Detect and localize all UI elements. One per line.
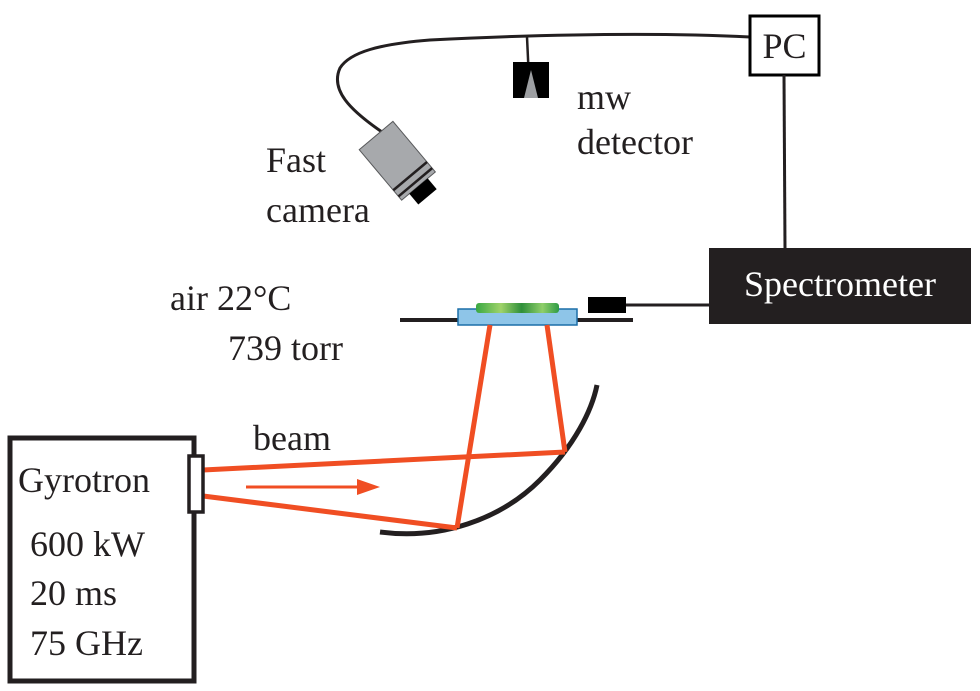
beam-rays [202,324,568,531]
spectrometer-label: Spectrometer [744,264,936,304]
pc-label: PC [762,26,806,66]
spectrometer-box: Spectrometer [709,248,971,324]
gyrotron-label: Gyrotron [18,460,150,500]
gyrotron-power: 600 kW [30,524,145,564]
fast-camera-label-line2: camera [266,190,370,230]
camera-cable [335,32,751,134]
fast-camera-label-line1: Fast [266,140,326,180]
gyrotron-box: Gyrotron 600 kW 20 ms 75 GHz [7,435,205,684]
beam-label: beam [253,418,331,458]
mirror-curved [379,384,600,537]
mw-detector-label-line2: detector [577,122,693,162]
conditions-label-line2: 739 torr [228,328,343,368]
gyrotron-pulse: 20 ms [30,573,117,613]
pc-spectrometer-cable [782,74,787,249]
fast-camera-icon [358,120,437,205]
mw-detector-icon [513,62,549,98]
fiber-probe-icon [588,297,626,313]
gyrotron-frequency: 75 GHz [30,623,143,663]
sample-holder [457,303,578,326]
pc-box: PC [748,14,821,77]
conditions-label-line1: air 22°C [170,278,291,318]
mw-detector-label-line1: mw [577,77,631,117]
beam-arrow [246,479,380,495]
